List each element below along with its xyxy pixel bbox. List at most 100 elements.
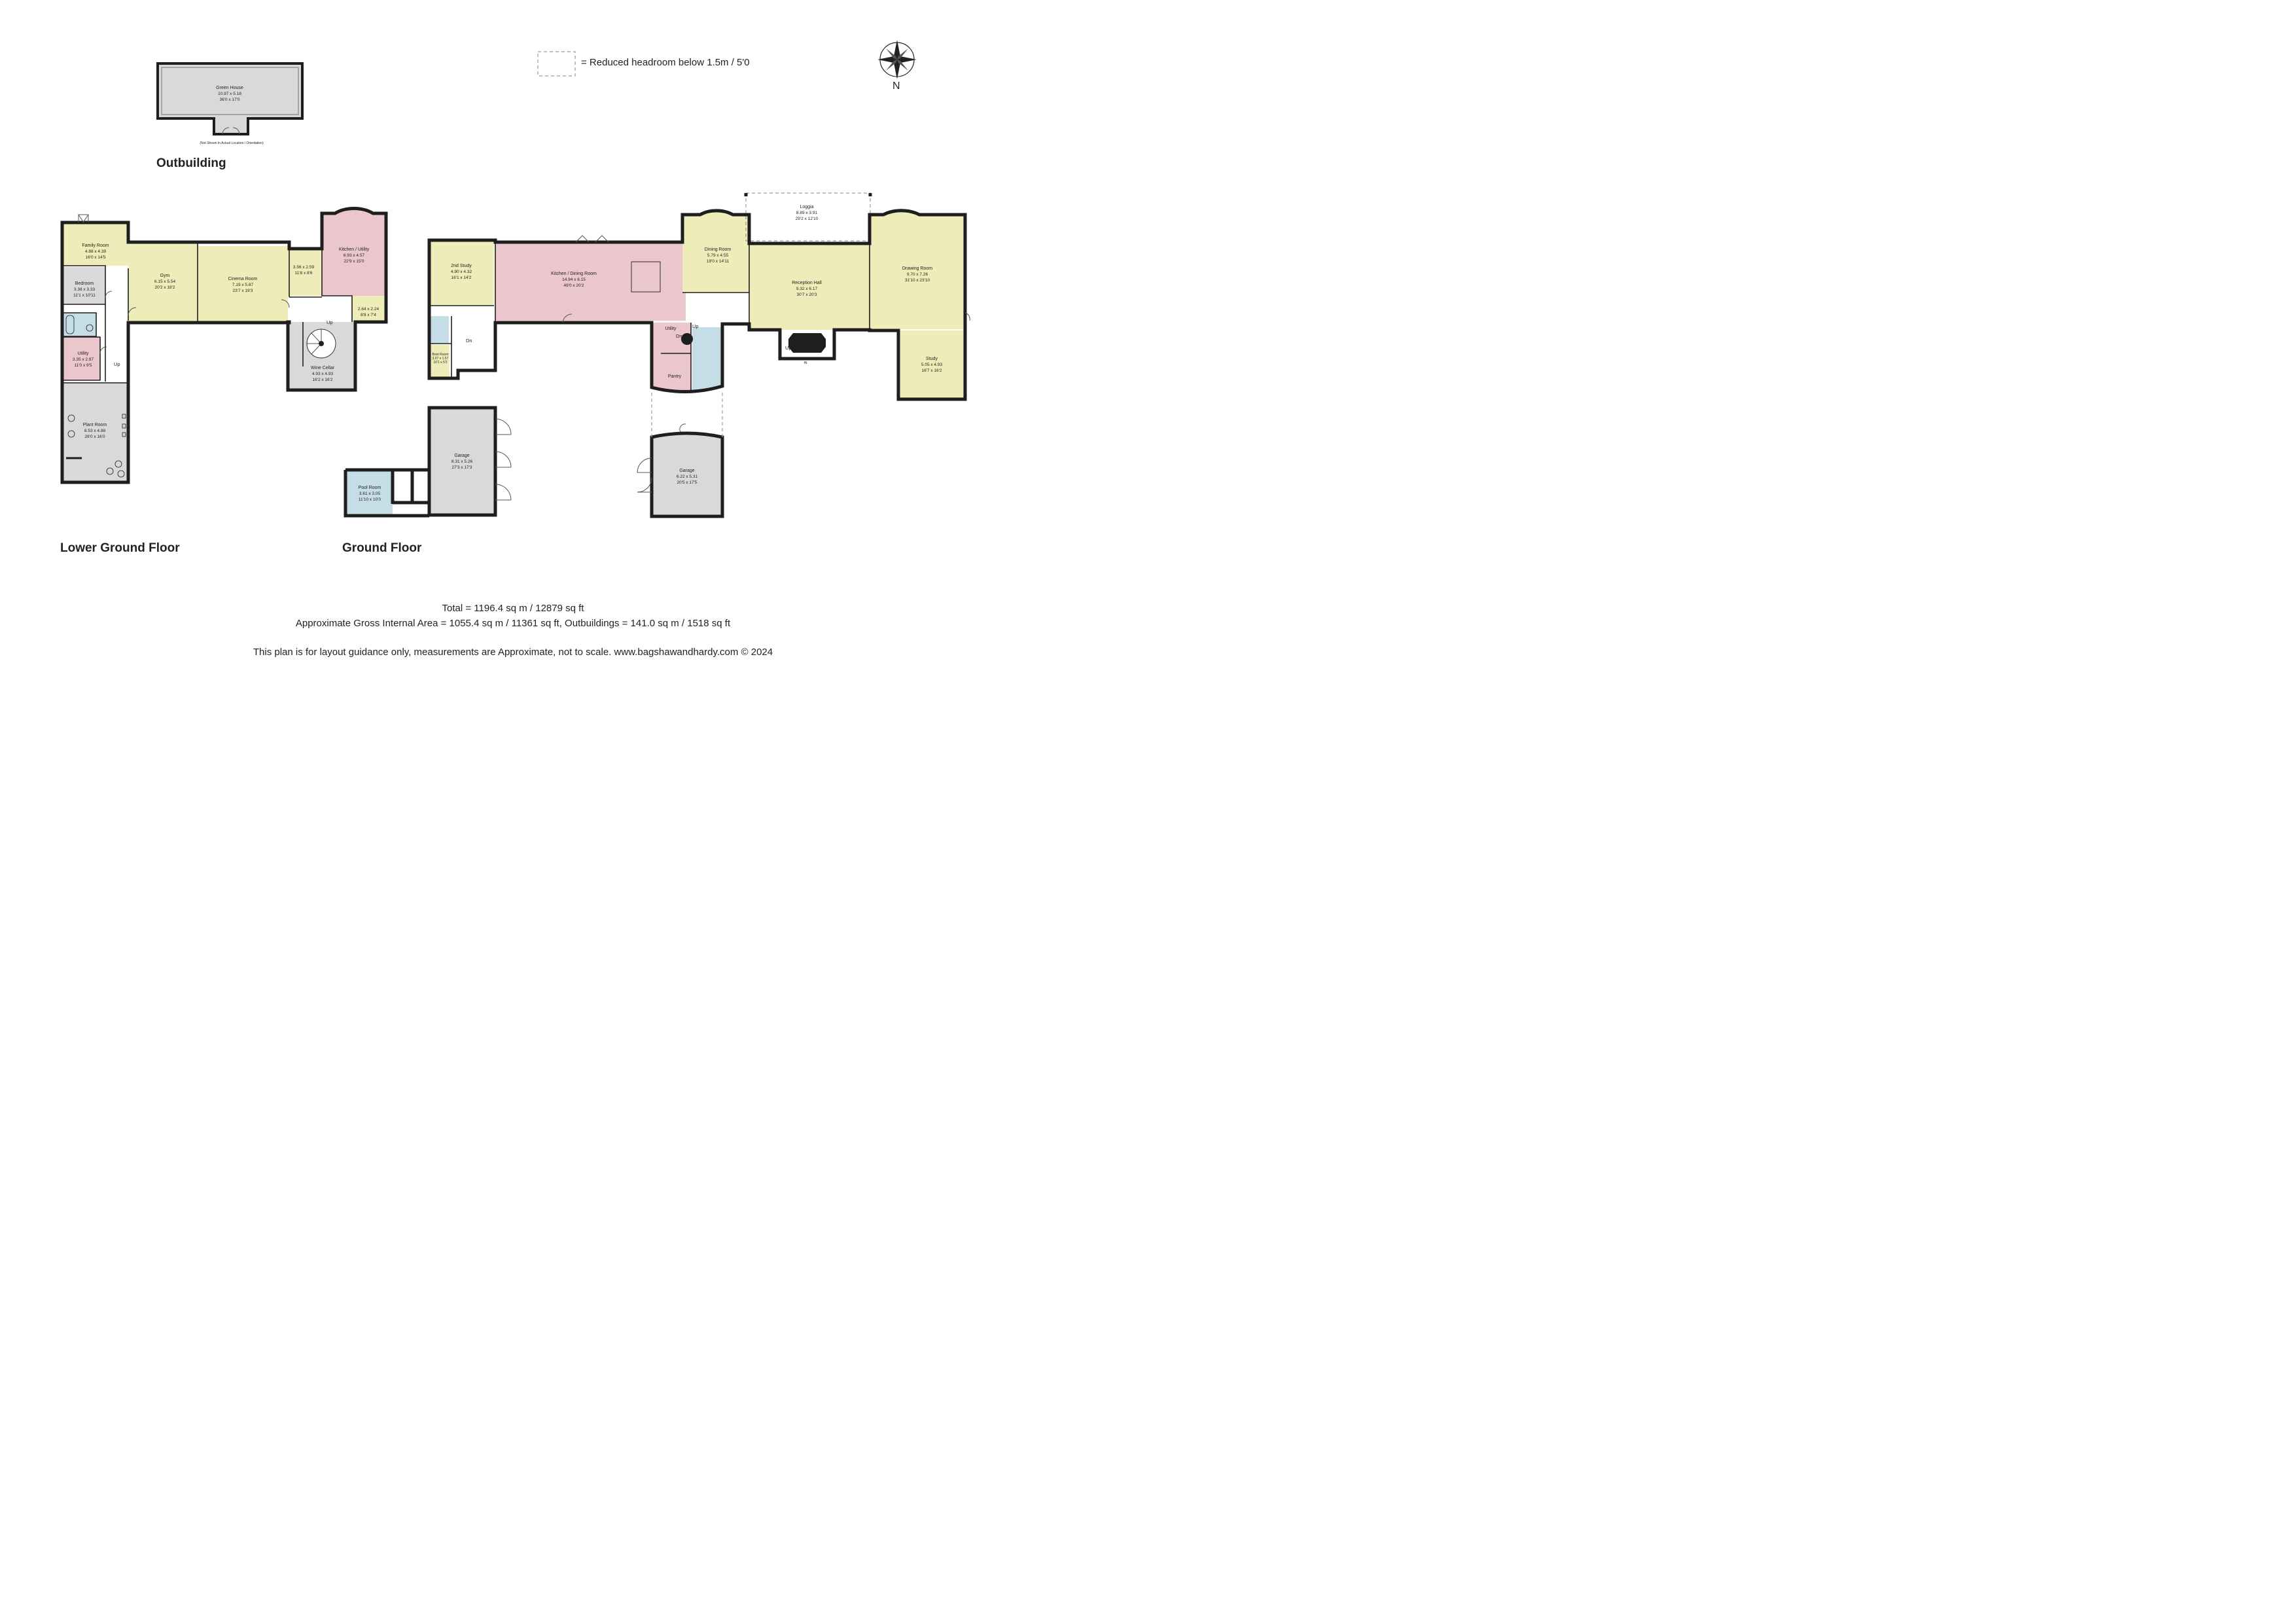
loggia-name: Loggia [800,205,813,209]
gym-metric: 6.15 x 5.54 [154,279,176,284]
utility-stair-dn-label: Dn [676,333,682,339]
pool-room-fill [345,470,393,516]
loggia-imperial: 29'2 x 12'10 [796,217,819,221]
floor-plan-drawing: Green House 10.97 x 5.18 36'0 x 17'0 (No… [60,40,970,518]
green-house: Green House 10.97 x 5.18 36'0 x 17'0 [156,62,304,135]
reduced-headroom-legend: = Reduced headroom below 1.5m / 5'0 [581,57,750,68]
lower-utility-name: Utility [77,351,89,356]
family-room-imperial: 16'0 x 14'5 [85,255,105,260]
store-a-imperial: 11'8 x 8'6 [295,271,313,276]
dining-room-name: Dining Room [705,247,732,252]
green-house-imperial: 36'0 x 17'0 [219,98,239,102]
drawing-room-metric: 9.70 x 7.26 [907,272,928,277]
family-room-name: Family Room [82,243,109,248]
disclaimer: This plan is for layout guidance only, m… [253,647,773,658]
lower-utility-metric: 3.35 x 2.87 [73,357,94,362]
cinema-room-imperial: 23'7 x 19'3 [232,289,253,293]
green-house-metric: 10.97 x 5.18 [218,92,241,96]
garage-2-imperial: 20'5 x 17'5 [677,480,697,485]
kitchen-utility-imperial: 22'9 x 15'0 [344,259,364,264]
cinema-room-metric: 7.19 x 5.87 [232,283,254,287]
outbuilding-note: (Not Shown In Actual Location / Orientat… [200,141,264,145]
kitchen-dining-metric: 14.94 x 6.15 [562,277,586,282]
garage-1-name: Garage [454,454,469,458]
second-study-metric: 4.90 x 4.32 [451,270,472,274]
total-area: Total = 1196.4 sq m / 12879 sq ft [442,603,584,614]
gym-name: Gym [160,274,170,278]
bedroom-fill [62,267,105,304]
pool-room-imperial: 11'10 x 10'0 [359,497,381,502]
ground-utility-name: Utility [665,327,677,331]
reception-hall-imperial: 30'7 x 20'3 [796,293,817,297]
reduced-headroom-legend-swatch [537,51,576,77]
gym-imperial: 20'2 x 18'2 [154,285,175,290]
cellar-stair-up-label: Up [327,319,333,325]
ground-floor-title: Ground Floor [342,541,422,555]
bedroom-metric: 3.38 x 3.33 [74,287,96,292]
lower-ground-floor-plan: Family Room 4.88 x 4.39 16'0 x 14'5 Bedr… [60,207,388,484]
study-name: Study [926,357,938,361]
plant-room-name: Plant Room [83,423,107,427]
dining-room-metric: 5.79 x 4.55 [707,253,729,258]
pool-room-name: Pool Room [359,486,381,490]
lower-ground-floor-title: Lower Ground Floor [60,541,180,555]
family-room-metric: 4.88 x 4.39 [85,249,107,254]
study-fill [898,330,965,399]
store-b-imperial: 8'8 x 7'4 [361,313,376,317]
study-imperial: 16'7 x 16'2 [921,368,942,373]
family-room-fill [62,223,128,266]
second-study-imperial: 16'1 x 14'2 [451,276,471,280]
plant-room-fill [62,383,128,482]
boot-room-metric: 3.07 x 1.57 [433,357,449,361]
reception-hall-fill [749,243,870,330]
drawing-room-name: Drawing Room [902,266,932,271]
store-b-fill [352,296,386,322]
wine-cellar-name: Wine Cellar [311,366,335,370]
kitchen-dining-imperial: 49'0 x 20'2 [563,283,584,288]
store-b-metric: 2.64 x 2.24 [358,307,380,312]
wine-cellar-imperial: 16'2 x 16'2 [312,378,332,382]
compass-north-label: N [892,80,900,92]
lower-utility-fill [62,337,100,380]
bedroom-imperial: 11'1 x 10'11 [73,293,96,298]
lower-stair-up-label: Up [114,361,120,367]
kitchen-dining-fill [495,242,686,321]
kitchen-dining-name: Kitchen / Dining Room [551,272,597,276]
pantry-name: Pantry [668,374,682,379]
cinema-room-fill [198,246,289,323]
pool-room-metric: 3.61 x 3.05 [359,491,381,496]
entrance-in-label: IN [804,361,807,365]
second-study-fill [429,240,494,306]
ground-floor-plan: 2nd Study 4.90 x 4.32 16'1 x 14'2 Boot R… [344,192,970,518]
plant-room-metric: 8.53 x 4.88 [84,429,106,433]
boot-room-imperial: 10'1 x 5'2 [433,361,447,365]
green-house-name: Green House [216,86,243,90]
utility-stair-up-label: Up [692,323,699,329]
garage-1-imperial: 27'3 x 17'3 [451,465,472,470]
garage-1-metric: 8.31 x 5.26 [451,459,473,464]
cinema-room-name: Cinema Room [228,277,258,281]
store-a-metric: 3.56 x 2.59 [293,265,315,270]
dining-room-fill [682,210,749,293]
kitchen-utility-name: Kitchen / Utility [339,247,370,252]
ground-stair-dn-label: Dn [466,338,472,344]
north-compass-icon [877,40,917,79]
kitchen-utility-metric: 6.93 x 4.57 [344,253,365,258]
ground-utility-fill [652,323,691,393]
bedroom-name: Bedroom [75,281,94,286]
boot-room-fill [429,345,450,378]
reception-hall-name: Reception Hall [792,281,822,285]
outbuilding-title: Outbuilding [156,156,226,170]
gross-internal-area: Approximate Gross Internal Area = 1055.4… [295,618,731,629]
garage-2-metric: 6.22 x 5.31 [677,474,698,479]
drawing-room-imperial: 31'10 x 23'10 [905,278,930,283]
boot-room-name: Boot Room [432,353,448,357]
garage-2-name: Garage [679,469,694,473]
second-study-name: 2nd Study [451,264,472,268]
plant-room-imperial: 28'0 x 16'0 [84,435,105,439]
kitchen-utility-fill [322,208,386,296]
reception-hall-metric: 9.32 x 6.17 [796,287,818,291]
lower-utility-imperial: 11'0 x 9'5 [75,363,92,368]
hall-stair-up-label: Up [785,345,792,351]
wine-cellar-metric: 4.93 x 4.93 [312,372,334,376]
